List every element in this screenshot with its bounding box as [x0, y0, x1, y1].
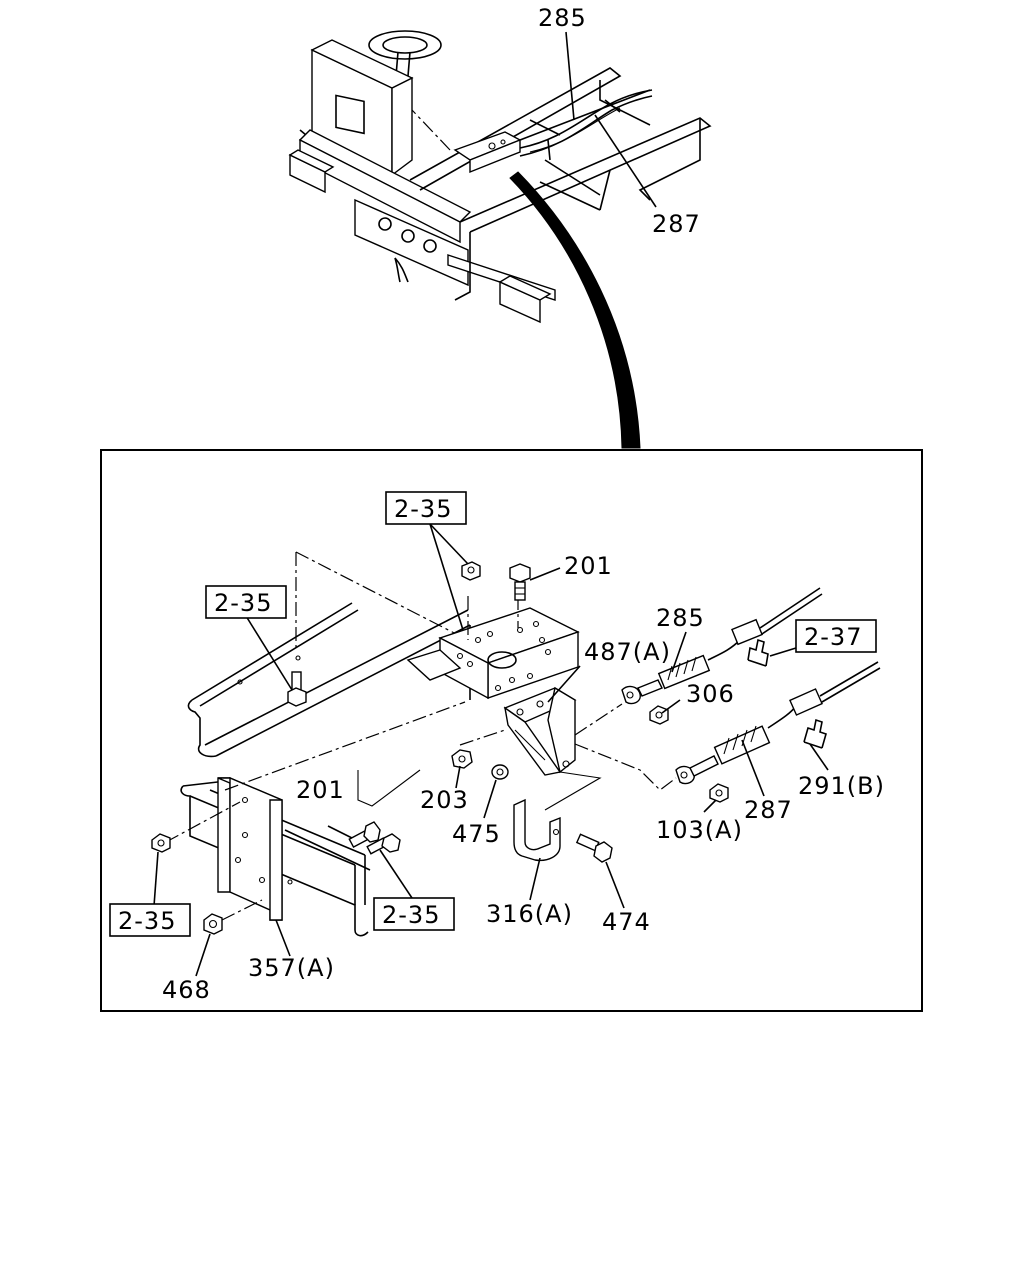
bolt-201-top	[509, 563, 531, 601]
label-475: 475	[452, 820, 501, 848]
bracket-357a	[165, 701, 466, 921]
ref-235-left-label: 2-35	[214, 589, 272, 617]
cover-sheet-outline-2	[544, 771, 602, 811]
bracket-316a	[513, 798, 561, 862]
front-frame	[288, 129, 556, 324]
cable-285	[621, 587, 823, 705]
label-287: 287	[744, 796, 793, 824]
label-201-top: 201	[564, 552, 613, 580]
cable-path-287	[574, 743, 677, 791]
label-468: 468	[162, 976, 211, 1004]
label-487a: 487(A)	[584, 638, 671, 666]
ref-235-bottom-mid-label: 2-35	[382, 901, 440, 929]
nut-bottom-left	[151, 833, 171, 853]
cable-287	[675, 661, 881, 785]
washer-475	[491, 764, 509, 780]
label-316a: 316(A)	[486, 900, 573, 928]
ref-235-top-label: 2-35	[394, 495, 452, 523]
ref-237-label: 2-37	[804, 623, 862, 651]
bolt-left-235	[287, 671, 307, 707]
overview-cables	[519, 89, 653, 161]
ref-box-235-left: 2-35	[205, 585, 287, 619]
cable-path-285	[574, 703, 623, 736]
nut-path	[459, 729, 506, 746]
label-357a: 357(A)	[248, 954, 335, 982]
ref-box-235-top: 2-35	[385, 491, 467, 525]
overview-285-leader	[565, 31, 575, 121]
ref-box-237: 2-37	[795, 619, 877, 653]
overview-label-287: 287	[652, 210, 701, 238]
overview-cable-bracket	[411, 109, 522, 174]
label-203: 203	[420, 786, 469, 814]
detail-pointer-arrow	[509, 171, 641, 449]
overview-287-leader	[594, 114, 657, 208]
label-474: 474	[602, 908, 651, 936]
label-103a: 103(A)	[656, 816, 743, 844]
cover-sheet-outline	[357, 769, 421, 807]
detail-frame	[100, 449, 923, 1012]
clip-237	[747, 638, 769, 667]
bolt-235-bottom-mid	[366, 833, 401, 855]
label-291b: 291(B)	[798, 772, 885, 800]
label-285: 285	[656, 604, 705, 632]
vehicle-overview: 285 287	[288, 4, 712, 324]
nut-top	[461, 561, 481, 581]
nut-306	[649, 705, 669, 725]
overview-label-285: 285	[538, 4, 587, 32]
bracket-487a	[503, 686, 577, 776]
ref-box-235-bottom-left: 2-35	[109, 903, 191, 937]
chassis-rails	[409, 67, 712, 301]
bolt-474	[575, 833, 613, 863]
leader-lines	[153, 523, 829, 977]
nut-203	[451, 749, 473, 769]
top-mounting-plate	[406, 596, 580, 700]
ref-box-235-bottom-mid: 2-35	[373, 897, 455, 931]
label-306: 306	[686, 680, 735, 708]
nut-103a	[709, 783, 729, 803]
chassis-channel-upper	[187, 551, 471, 758]
ref-235-bottom-left-label: 2-35	[118, 907, 176, 935]
bolt-201-mid	[348, 821, 381, 849]
clip-291b	[803, 718, 827, 749]
nut-468	[203, 913, 223, 935]
label-201-mid: 201	[296, 776, 345, 804]
